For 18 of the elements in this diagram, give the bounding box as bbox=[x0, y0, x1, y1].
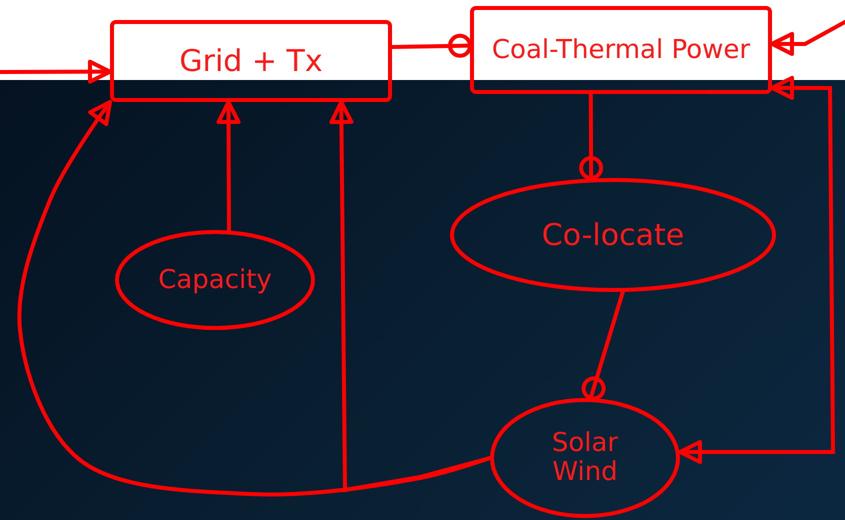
arrow bbox=[678, 76, 836, 464]
connector bbox=[582, 290, 625, 400]
ellipse-node bbox=[450, 178, 776, 292]
process-box bbox=[110, 20, 392, 102]
ellipse-node bbox=[115, 230, 315, 330]
ellipse-node bbox=[490, 398, 680, 518]
node-label: Solar Wind bbox=[550, 429, 620, 487]
connector bbox=[390, 34, 472, 58]
node-label: Coal-Thermal Power bbox=[492, 36, 750, 64]
connector bbox=[579, 92, 604, 180]
arrow bbox=[216, 100, 241, 232]
arrow bbox=[329, 100, 492, 492]
node-label: Grid + Tx bbox=[179, 44, 323, 78]
node-label: Co-locate bbox=[542, 218, 684, 252]
arrow bbox=[0, 60, 112, 84]
arrow bbox=[770, 20, 845, 56]
process-box bbox=[470, 6, 772, 94]
node-label: Capacity bbox=[158, 266, 272, 294]
